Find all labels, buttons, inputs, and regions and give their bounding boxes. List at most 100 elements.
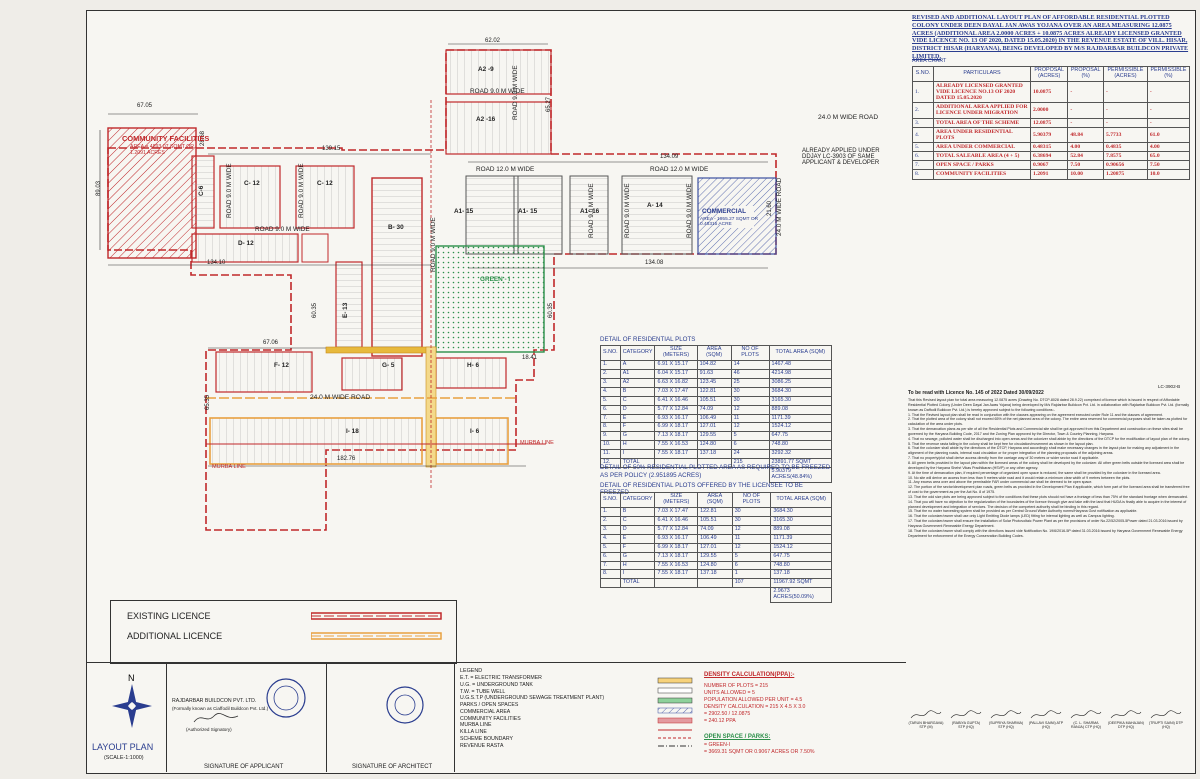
block-label: E- 13 <box>342 302 349 318</box>
approval-note: 10. No site will derive an access from l… <box>908 475 1131 480</box>
table-row: 2.ADDITIONAL AREA APPLIED FOR LICENCE UN… <box>912 102 1191 119</box>
table-cell: 9. <box>600 431 621 442</box>
road-label: 24.0 M WIDE ROAD <box>776 177 783 236</box>
table-cell: 46 <box>730 368 770 379</box>
open-space-lines: = GREEN-I= 3669.31 SQMT OR 0.9067 ACRES … <box>704 742 814 756</box>
table-cell: 6.91 X 15.17 <box>654 359 698 370</box>
table-cell: F <box>619 422 656 433</box>
table-cell: 122.81 <box>696 386 732 397</box>
frozen-table: S.NO. CATEGORY SIZE (METERS) AREA (SQM) … <box>600 492 832 604</box>
approval-note: That this Revised layout plan for total … <box>908 398 1189 412</box>
table-cell: A1 <box>619 368 656 379</box>
table-cell: 1.2091 <box>1029 169 1069 180</box>
column-header: PARTICULARS <box>933 66 1031 82</box>
layout-map <box>99 43 777 531</box>
table-cell: 8. <box>600 569 621 580</box>
table-cell: 4. <box>912 126 934 144</box>
table-cell: 10. <box>600 440 621 451</box>
open-space-line: = GREEN-I <box>704 742 731 748</box>
block-label: D- 12 <box>238 240 254 247</box>
signature-mark <box>1110 710 1142 719</box>
company-name: RAJDARBAR BUILDCON PVT. LTD. <box>172 698 257 704</box>
table-cell: 5 <box>731 551 772 562</box>
legend-item: U.G.S.T.P (UNDERGROUND SEWAGE TREATMENT … <box>460 695 605 702</box>
table-cell: AREA UNDER RESIDENTIAL PLOTS <box>933 126 1031 144</box>
table-cell: - <box>1103 80 1148 104</box>
table-cell: 3684.30 <box>768 386 833 397</box>
table-cell: 23891.77 SQMT <box>768 458 833 469</box>
table-cell: 4214.98 <box>768 368 833 379</box>
table-cell: 5.7733 <box>1103 126 1148 144</box>
table-cell: 1171.39 <box>768 413 833 424</box>
block-label: H- 6 <box>467 362 480 369</box>
legend-item: U.G. = UNDERGROUND TANK <box>460 681 533 688</box>
table-cell: 1. <box>600 506 621 517</box>
table-cell: 12 <box>730 422 770 433</box>
table-cell: ALREADY LICENSED GRANTED VIDE LICENCE NO… <box>933 80 1031 104</box>
table-cell: 4.00 <box>1067 141 1104 153</box>
table-cell: 6.93 X 16.17 <box>654 413 698 424</box>
table-cell: 6.04 X 15.17 <box>654 368 698 379</box>
north-letter: N <box>128 673 135 683</box>
table-cell: 2. <box>912 102 934 119</box>
table-cell: 6 <box>730 440 770 451</box>
dim-6035b: 60.35 <box>548 302 554 318</box>
signer-label: (TRUPTI SAINI) DTP (HQ) <box>1149 721 1183 729</box>
dim-13409: 134.09 <box>660 154 679 160</box>
dim-13408: 134.08 <box>645 260 664 266</box>
approval-note: 5. That the revenue rasta falling in the… <box>908 441 1094 446</box>
block-d-12 <box>191 233 299 263</box>
dim-6706: 67.06 <box>263 340 279 346</box>
table-cell: 24 <box>730 449 770 460</box>
block-label: A2 -9 <box>478 66 494 73</box>
murba-line-label: MURBA LINE <box>520 440 554 446</box>
table-cell: 65.0 <box>1146 151 1191 162</box>
table-cell: 6.93 X 16.17 <box>654 533 699 544</box>
column-header: PROPOSAL (ACRES) <box>1029 66 1069 82</box>
table-cell: 11 <box>731 533 772 544</box>
table-cell: 3. <box>600 377 621 388</box>
applicant-signature <box>193 713 239 723</box>
table-cell: 6 <box>731 560 772 571</box>
table-cell: 12 <box>730 404 770 415</box>
area-chart-table: S.NO. PARTICULARS PROPOSAL (ACRES) PROPO… <box>912 66 1191 180</box>
table-cell: 647.75 <box>770 551 832 562</box>
table-cell: 91.63 <box>696 368 732 379</box>
legend-item: COMMERCIAL AREA <box>460 708 511 715</box>
licence-legend: EXISTING LICENCE ADDITIONAL LICENCE <box>110 600 457 664</box>
open-space-title: OPEN SPACE / PARKS: <box>704 734 771 740</box>
road-label: ROAD 9.0 M WIDE <box>512 65 519 120</box>
signer: (SUPRIYA SHARMA) STP (HQ) <box>988 710 1024 729</box>
table-cell: 105.51 <box>697 515 733 526</box>
table-cell: H <box>619 560 656 571</box>
table-cell: D <box>619 524 656 535</box>
block-label: G- 5 <box>382 362 395 369</box>
table-cell: 7.13 X 18.17 <box>654 551 699 562</box>
block-label: C-6 <box>198 185 205 196</box>
signer-label: (TARUN BHARGAVA) STP (M) <box>908 721 944 729</box>
column-header: PROPOSAL (%) <box>1067 66 1104 82</box>
signer: (TRUPTI SAINI) DTP (HQ) <box>1148 710 1184 729</box>
approval-note: 9. At the time of demarcation plan, if r… <box>908 470 1161 475</box>
company-subname: (Formally known as Ciaffodil Buildcon Pv… <box>172 706 269 711</box>
table-cell: 7.50 <box>1146 160 1191 171</box>
table-cell: - <box>1146 102 1191 119</box>
table-cell: 107 <box>731 578 772 589</box>
density-title: DENSITY CALCULATION(PPA):- <box>704 672 795 678</box>
dim-6202: 62.02 <box>485 38 501 44</box>
table-header-row: S.NO. CATEGORY SIZE (METERS) AREA (SQM) … <box>600 345 833 361</box>
block-a-14 <box>621 175 693 255</box>
table-cell: 1524.12 <box>768 422 833 433</box>
table-cell: 3. <box>600 524 621 535</box>
table-cell: I <box>619 449 656 460</box>
north-arrow-icon: N <box>112 673 152 728</box>
